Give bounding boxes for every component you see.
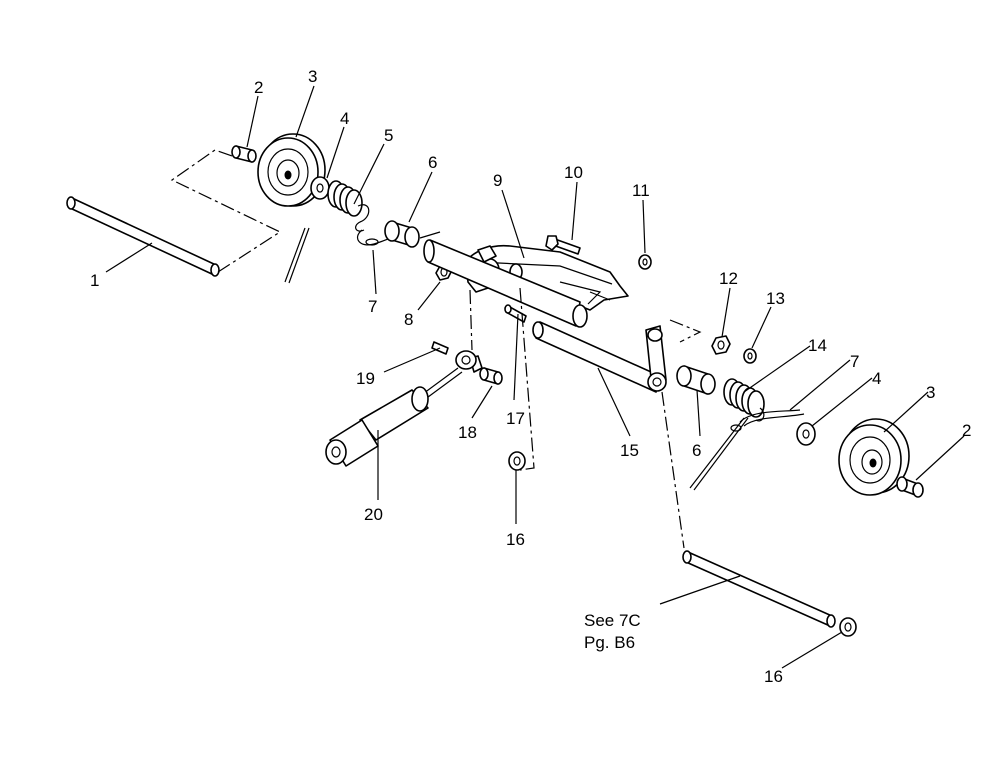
callout-2-right: 2 <box>962 421 971 440</box>
callout-16-center: 16 <box>506 530 525 549</box>
callout-17: 17 <box>506 409 525 428</box>
callout-8: 8 <box>404 310 413 329</box>
callout-4-right: 4 <box>872 369 881 388</box>
part-15-cross-shaft <box>532 321 667 393</box>
part-20-shock-absorber <box>325 350 483 467</box>
part-10-bolt <box>545 235 581 255</box>
reference-note: See 7C Pg. B6 <box>584 611 641 652</box>
leader-lines <box>105 85 965 669</box>
callout-5: 5 <box>384 126 393 145</box>
referenced-shaft-lower <box>682 550 836 628</box>
dashed-assembly-lines-left <box>170 149 282 273</box>
callout-6-left: 6 <box>428 153 437 172</box>
part-4-washer-right <box>796 422 816 446</box>
part-6-sleeve-left <box>384 220 441 248</box>
part-16-washer-center <box>508 451 526 471</box>
callout-11: 11 <box>632 181 650 200</box>
callout-6-right: 6 <box>692 441 701 460</box>
callout-10: 10 <box>564 163 583 182</box>
callout-13: 13 <box>766 289 785 308</box>
cross-shaft-upper <box>423 239 588 328</box>
reference-note-line-1: See 7C <box>584 611 641 630</box>
callout-14: 14 <box>808 336 827 355</box>
callout-3-left: 3 <box>308 67 317 86</box>
reference-note-line-2: Pg. B6 <box>584 633 635 652</box>
part-3-wheel-left <box>257 133 326 207</box>
callout-20: 20 <box>364 505 383 524</box>
callout-18: 18 <box>458 423 477 442</box>
part-14-torsion-spring-right <box>689 378 765 491</box>
callout-labels: 1 2 3 4 5 6 7 8 9 10 11 12 13 14 7 4 3 2… <box>90 67 971 686</box>
callout-3-right: 3 <box>926 383 935 402</box>
callout-1: 1 <box>90 271 99 290</box>
part-12-nut <box>711 335 731 355</box>
callout-15: 15 <box>620 441 639 460</box>
part-7-hook-right <box>730 409 805 432</box>
part-17-pin <box>504 304 527 323</box>
part-18-bushing <box>479 367 503 385</box>
part-4-washer-left <box>310 176 330 200</box>
part-5-torsion-spring-left <box>284 180 370 284</box>
callout-16-right: 16 <box>764 667 783 686</box>
callout-7-left: 7 <box>368 297 377 316</box>
callout-9: 9 <box>493 171 502 190</box>
part-3-wheel-right <box>838 418 910 496</box>
part-1-shaft <box>66 196 220 277</box>
callout-4-left: 4 <box>340 109 349 128</box>
part-11-nut <box>638 254 652 270</box>
callout-19: 19 <box>356 369 375 388</box>
part-16-washer-right <box>839 617 857 637</box>
callout-7-right: 7 <box>850 352 859 371</box>
part-13-washer <box>743 348 757 364</box>
callout-12: 12 <box>719 269 738 288</box>
part-6-sleeve-right <box>676 365 716 395</box>
part-2-bushing-right <box>896 476 924 498</box>
callout-2-left: 2 <box>254 78 263 97</box>
part-2-bushing-left <box>231 145 257 163</box>
dashed-assembly-lines-center <box>469 287 702 549</box>
